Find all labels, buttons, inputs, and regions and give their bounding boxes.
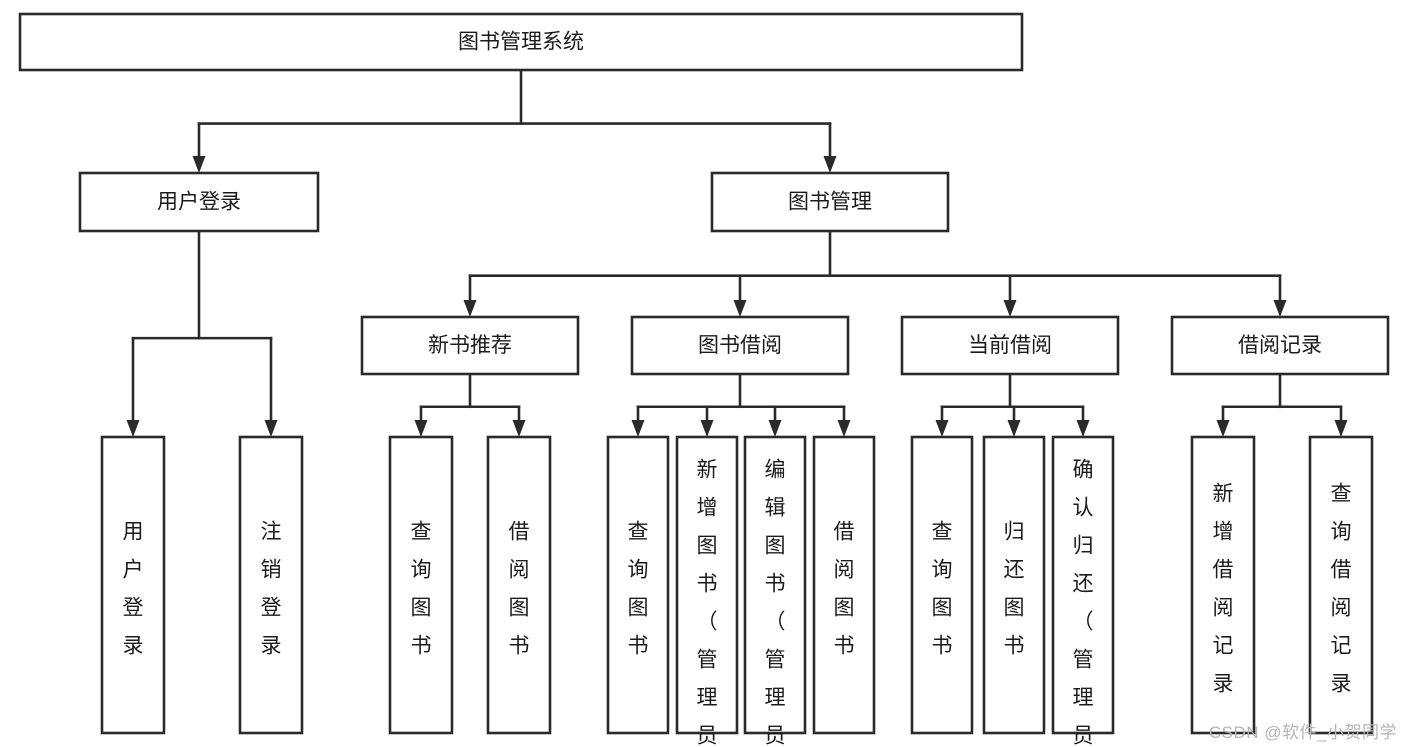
node-label-book-borrow: 图书借阅	[698, 334, 782, 357]
node-box-leaf-borrow-lend	[812, 435, 876, 735]
node-book-manage[interactable]: 图书管理	[710, 171, 950, 233]
node-leaf-user-logout[interactable]: 注销登录	[238, 435, 304, 735]
node-box-new-book-rec	[360, 315, 580, 376]
node-label-leaf-borrow-query: 查询图书	[628, 521, 649, 658]
node-box-leaf-rec-query	[388, 435, 454, 735]
arrow-head-icon	[512, 420, 526, 437]
node-label-leaf-cur-return: 归还图书	[1004, 521, 1025, 658]
node-label-leaf-cur-confirm: 确认归还（管理员）	[1073, 459, 1094, 747]
node-leaf-borrow-add[interactable]: 新增图书（管理员）	[675, 435, 739, 747]
node-box-leaf-borrow-edit	[743, 435, 807, 735]
arrow-head-icon	[768, 420, 782, 437]
node-box-root	[18, 12, 1024, 72]
node-current-borrow[interactable]: 当前借阅	[900, 315, 1120, 376]
node-leaf-rec-query[interactable]: 查询图书	[388, 435, 454, 735]
node-leaf-borrow-query[interactable]: 查询图书	[606, 435, 670, 735]
node-label-leaf-rec-search: 查询借阅记录	[1331, 483, 1352, 696]
node-label-leaf-user-logout: 注销登录	[261, 521, 282, 658]
node-label-leaf-user-login: 用户登录	[123, 521, 144, 658]
node-label-leaf-borrow-edit: 编辑图书（管理员）	[765, 459, 786, 747]
node-leaf-rec-borrow[interactable]: 借阅图书	[486, 435, 552, 735]
node-label-root: 图书管理系统	[458, 31, 584, 54]
arrow-head-icon	[935, 420, 949, 437]
node-box-leaf-rec-borrow	[486, 435, 552, 735]
arrow-head-icon	[1273, 300, 1287, 317]
node-label-leaf-cur-query: 查询图书	[932, 521, 953, 658]
node-box-leaf-borrow-query	[606, 435, 670, 735]
node-leaf-borrow-lend[interactable]: 借阅图书	[812, 435, 876, 735]
node-box-leaf-cur-confirm	[1051, 435, 1115, 735]
node-root[interactable]: 图书管理系统	[18, 12, 1024, 72]
arrow-head-icon	[700, 420, 714, 437]
arrow-head-icon	[733, 300, 747, 317]
node-box-leaf-user-logout	[238, 435, 304, 735]
node-label-leaf-rec-add: 新增借阅记录	[1213, 483, 1234, 696]
node-box-current-borrow	[900, 315, 1120, 376]
arrow-head-icon	[1216, 420, 1230, 437]
node-box-leaf-borrow-add	[675, 435, 739, 735]
arrow-head-icon	[823, 156, 837, 173]
node-label-current-borrow: 当前借阅	[968, 334, 1052, 357]
node-label-user-login: 用户登录	[157, 191, 241, 214]
arrow-head-icon	[264, 420, 278, 437]
node-layer: 图书管理系统用户登录图书管理新书推荐图书借阅当前借阅借阅记录用户登录注销登录查询…	[18, 12, 1390, 747]
arrow-head-icon	[631, 420, 645, 437]
arrow-head-icon	[1334, 420, 1348, 437]
arrow-head-icon	[414, 420, 428, 437]
arrow-head-icon	[837, 420, 851, 437]
node-leaf-borrow-edit[interactable]: 编辑图书（管理员）	[743, 435, 807, 747]
arrow-head-icon	[1007, 420, 1021, 437]
node-box-leaf-cur-query	[910, 435, 974, 735]
node-book-borrow[interactable]: 图书借阅	[630, 315, 850, 376]
node-box-leaf-rec-search	[1308, 435, 1374, 735]
node-box-leaf-cur-return	[982, 435, 1046, 735]
node-leaf-rec-add[interactable]: 新增借阅记录	[1190, 435, 1256, 735]
node-box-book-borrow	[630, 315, 850, 376]
node-label-new-book-rec: 新书推荐	[428, 334, 512, 357]
node-borrow-record[interactable]: 借阅记录	[1170, 315, 1390, 376]
node-box-borrow-record	[1170, 315, 1390, 376]
arrow-head-icon	[126, 420, 140, 437]
node-box-leaf-rec-add	[1190, 435, 1256, 735]
node-box-book-manage	[710, 171, 950, 233]
node-box-leaf-user-login	[100, 435, 166, 735]
arrow-head-icon	[192, 156, 206, 173]
node-label-borrow-record: 借阅记录	[1238, 334, 1322, 357]
connector-layer	[126, 68, 1348, 437]
node-label-leaf-rec-query: 查询图书	[411, 521, 432, 658]
node-label-book-manage: 图书管理	[788, 191, 872, 214]
node-new-book-rec[interactable]: 新书推荐	[360, 315, 580, 376]
node-label-leaf-borrow-lend: 借阅图书	[834, 521, 855, 658]
node-leaf-rec-search[interactable]: 查询借阅记录	[1308, 435, 1374, 735]
watermark: CSDN @软件_小贺同学	[1208, 723, 1397, 742]
node-box-user-login	[78, 171, 320, 233]
arrow-head-icon	[1076, 420, 1090, 437]
arrow-head-icon	[1003, 300, 1017, 317]
node-leaf-cur-return[interactable]: 归还图书	[982, 435, 1046, 735]
node-label-leaf-borrow-add: 新增图书（管理员）	[697, 459, 718, 747]
node-leaf-cur-confirm[interactable]: 确认归还（管理员）	[1051, 435, 1115, 747]
node-label-leaf-rec-borrow: 借阅图书	[509, 521, 530, 658]
node-user-login[interactable]: 用户登录	[78, 171, 320, 233]
arrow-head-icon	[463, 300, 477, 317]
node-leaf-cur-query[interactable]: 查询图书	[910, 435, 974, 735]
node-leaf-user-login[interactable]: 用户登录	[100, 435, 166, 735]
